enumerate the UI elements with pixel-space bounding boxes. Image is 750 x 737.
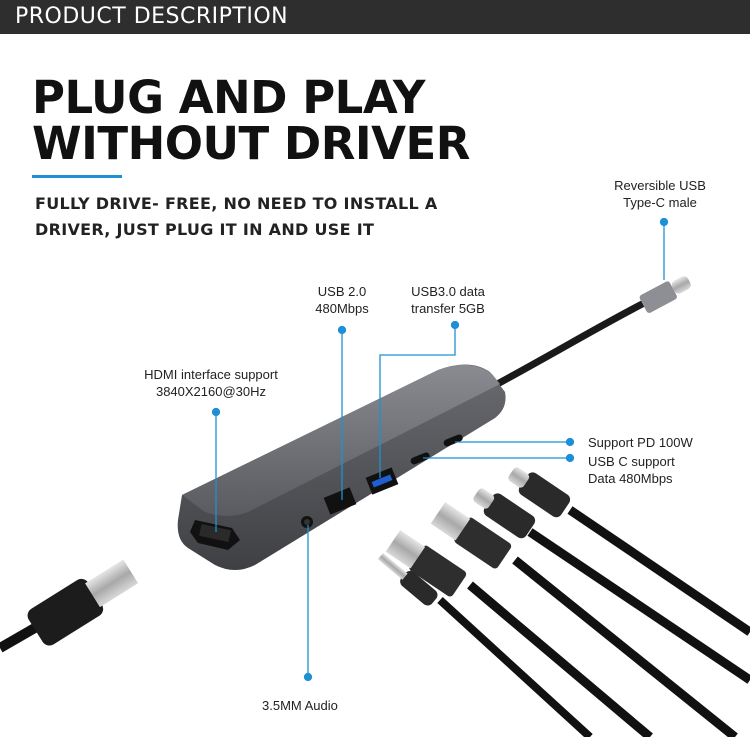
usb-c-male-cable <box>488 276 691 392</box>
callout-usb3-line2: transfer 5GB <box>411 301 485 316</box>
callout-pd: Support PD 100W <box>588 434 693 451</box>
subheadline-line-2: DRIVER, JUST PLUG IT IN AND USE IT <box>35 220 375 239</box>
callout-usb-c-male-line1: Reversible USB <box>614 178 706 193</box>
headline-line-1: PLUG AND PLAY <box>32 71 425 124</box>
callout-hdmi-line1: HDMI interface support <box>144 367 278 382</box>
callout-usb-c-male-line2: Type-C male <box>623 195 697 210</box>
callout-usb2-line2: 480Mbps <box>315 301 369 316</box>
callout-hdmi-line2: 3840X2160@30Hz <box>155 384 267 399</box>
callout-usb-c-data-line1: USB C support <box>588 454 675 469</box>
callout-usb-c-data: USB C support Data 480Mbps <box>588 453 675 487</box>
callout-usb2: USB 2.0 480Mbps <box>300 283 384 317</box>
callout-audio: 3.5MM Audio <box>262 697 338 714</box>
headline-line-2: WITHOUT DRIVER <box>32 117 470 170</box>
callout-usb-c-male: Reversible USB Type-C male <box>605 177 715 211</box>
callout-usb3-line1: USB3.0 data <box>411 284 485 299</box>
callout-usb3: USB3.0 data transfer 5GB <box>402 283 494 317</box>
callout-lines <box>211 217 669 682</box>
callout-usb2-line1: USB 2.0 <box>317 284 367 299</box>
callout-usb-c-data-line2: Data 480Mbps <box>588 471 673 486</box>
accent-underline <box>32 175 122 178</box>
header-bar: PRODUCT DESCRIPTION <box>0 0 750 34</box>
hdmi-cable <box>0 559 139 653</box>
cable-bundle <box>377 467 750 737</box>
callout-audio-line1: 3.5MM Audio <box>262 698 338 713</box>
callout-hdmi: HDMI interface support 3840X2160@30Hz <box>136 366 286 400</box>
header-title: PRODUCT DESCRIPTION <box>15 4 289 29</box>
callout-pd-line1: Support PD 100W <box>588 435 693 450</box>
subheadline-line-1: FULLY DRIVE- FREE, NO NEED TO INSTALL A <box>35 194 438 213</box>
